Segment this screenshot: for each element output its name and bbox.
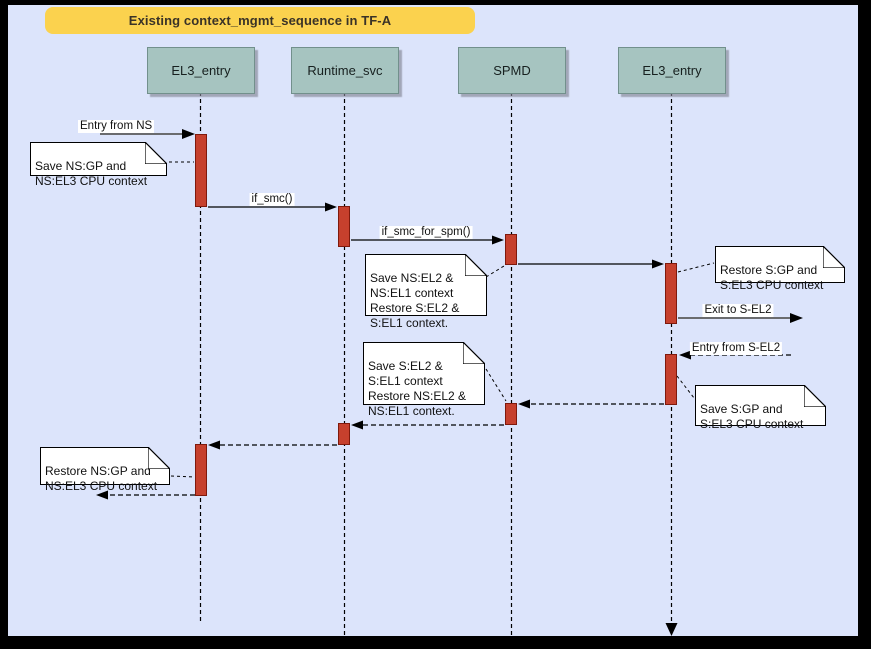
note-save-ns-el2: Save NS:EL2 & NS:EL1 context Restore S:E… [365,254,487,330]
activation-bar [665,263,677,324]
lifeline-label: EL3_entry [171,63,231,78]
note-text: Save S:GP and S:EL3 CPU context [700,402,804,431]
activation-bar [338,206,350,247]
activation-bar [338,423,350,445]
note-save-s-gp: Save S:GP and S:EL3 CPU context [695,385,826,431]
note-text: Restore S:GP and S:EL3 CPU context [720,263,824,292]
lifeline-header-el3-entry-2: EL3_entry [618,47,726,94]
lifeline-label: EL3_entry [642,63,702,78]
message-label-if-smc-for-spm: if_smc_for_spm() [379,226,473,239]
folded-corner-icon [823,246,845,268]
folded-corner-icon [145,142,167,164]
lifeline-label: Runtime_svc [307,63,383,78]
message-label-entry-from-s-el2: Entry from S-EL2 [689,342,783,355]
note-text: Save S:EL2 & S:EL1 context Restore NS:EL… [368,359,467,418]
note-save-ns-gp: Save NS:GP and NS:EL3 CPU context [30,142,167,188]
note-text: Save NS:EL2 & NS:EL1 context Restore S:E… [370,271,460,330]
folded-corner-icon [463,342,485,364]
lifeline-header-el3-entry-1: EL3_entry [147,47,255,94]
activation-bar [505,234,517,265]
note-restore-ns-gp: Restore NS:GP and NS:EL3 CPU context [40,447,170,493]
note-restore-s-gp: Restore S:GP and S:EL3 CPU context [715,246,845,292]
message-label-if-smc: if_smc() [249,193,295,206]
activation-bar [505,403,517,425]
note-save-s-el2: Save S:EL2 & S:EL1 context Restore NS:EL… [363,342,485,418]
note-text: Save NS:GP and NS:EL3 CPU context [35,159,148,188]
activation-bar [195,444,207,496]
diagram-title: Existing context_mgmt_sequence in TF-A [45,7,475,34]
lifeline-label: SPMD [493,63,531,78]
folded-corner-icon [148,447,170,469]
diagram-title-label: Existing context_mgmt_sequence in TF-A [128,13,392,28]
folded-corner-icon [465,254,487,276]
diagram-canvas [8,5,858,636]
message-label-entry-from-ns: Entry from NS [78,120,155,133]
folded-corner-icon [804,385,826,407]
lifeline-header-spmd: SPMD [458,47,566,94]
lifeline-header-runtime-svc: Runtime_svc [291,47,399,94]
activation-bar [195,134,207,207]
activation-bar [665,354,677,405]
note-text: Restore NS:GP and NS:EL3 CPU context [45,464,158,493]
message-label-exit-to-s-el2: Exit to S-EL2 [702,304,774,317]
